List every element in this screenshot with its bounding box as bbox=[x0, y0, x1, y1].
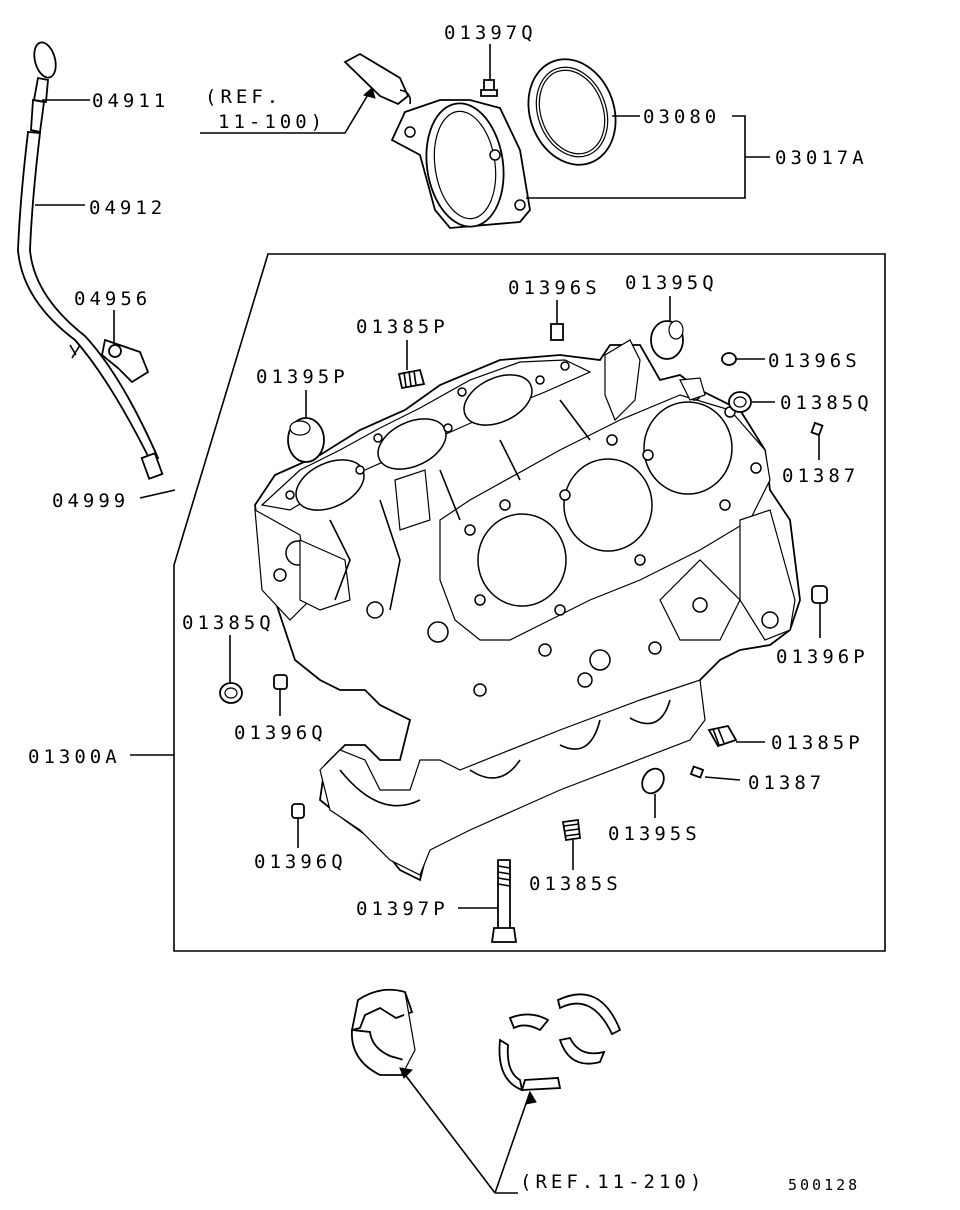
dowel-01396Q-mid bbox=[273, 674, 288, 690]
label-03080: 03080 bbox=[643, 106, 720, 128]
label-01397Q: 01397Q bbox=[444, 22, 537, 44]
plug-01395S bbox=[641, 767, 665, 795]
label-01385P-top: 01385P bbox=[356, 316, 449, 338]
dowel-01396P bbox=[811, 585, 828, 604]
pin-01387-bottom bbox=[689, 765, 705, 779]
plug-01385Q-right bbox=[728, 391, 752, 413]
plug-01385Q-left bbox=[219, 682, 243, 704]
label-01397P: 01397P bbox=[356, 898, 449, 920]
diagram-number: 500128 bbox=[788, 1176, 860, 1194]
bolt-01385P-top bbox=[397, 368, 426, 390]
plug-01395Q bbox=[650, 320, 684, 360]
label-01385S: 01385S bbox=[529, 873, 622, 895]
label-04999: 04999 bbox=[52, 490, 129, 512]
label-03017A: 03017A bbox=[775, 147, 868, 169]
label-01395P: 01395P bbox=[256, 366, 349, 388]
label-01396P: 01396P bbox=[776, 646, 869, 668]
label-01396Q-mid: 01396Q bbox=[234, 722, 327, 744]
cylinder-block bbox=[254, 339, 801, 882]
small-parts bbox=[219, 320, 828, 943]
label-ref-11-100-line2: 11-100) bbox=[218, 111, 326, 133]
plug-01385S bbox=[561, 818, 581, 842]
pin-01387-top bbox=[810, 421, 824, 437]
label-ref-11-210: (REF.11-210) bbox=[520, 1171, 705, 1193]
label-01385P-right: 01385P bbox=[771, 732, 864, 754]
label-04912: 04912 bbox=[89, 197, 166, 219]
dowel-01396S-right bbox=[721, 352, 737, 366]
rear-oil-seal-case bbox=[390, 79, 531, 229]
sealant-tube bbox=[343, 52, 412, 106]
label-01385Q-right: 01385Q bbox=[780, 392, 873, 414]
label-01395S: 01395S bbox=[608, 823, 701, 845]
label-01396Q-bottom: 01396Q bbox=[254, 851, 347, 873]
dowel-01396Q-bottom bbox=[291, 803, 305, 819]
engine-block-frame bbox=[173, 253, 886, 952]
label-ref-11-100-line1: (REF. bbox=[205, 86, 282, 108]
label-01395Q: 01395Q bbox=[625, 272, 718, 294]
bolt-01385P-right bbox=[707, 724, 738, 748]
label-04956: 04956 bbox=[74, 288, 151, 310]
dowel-01396S-top bbox=[550, 323, 564, 341]
label-01396S-right: 01396S bbox=[768, 350, 861, 372]
leader-lines bbox=[35, 44, 821, 1194]
part-labels: 04911 04912 04956 04999 (REF. 11-100) 01… bbox=[28, 22, 873, 1194]
label-04911: 04911 bbox=[92, 90, 169, 112]
bolt-01397P bbox=[490, 859, 518, 943]
oil-seal-03080 bbox=[527, 58, 617, 166]
label-01387-top: 01387 bbox=[782, 465, 859, 487]
label-01300A: 01300A bbox=[28, 746, 121, 768]
thrust-bearings bbox=[350, 988, 622, 1092]
dipstick-assembly bbox=[17, 41, 164, 480]
plug-01395P bbox=[287, 417, 325, 463]
label-01387-bottom: 01387 bbox=[748, 772, 825, 794]
label-01385Q-left: 01385Q bbox=[182, 612, 275, 634]
label-01396S-top: 01396S bbox=[508, 277, 601, 299]
